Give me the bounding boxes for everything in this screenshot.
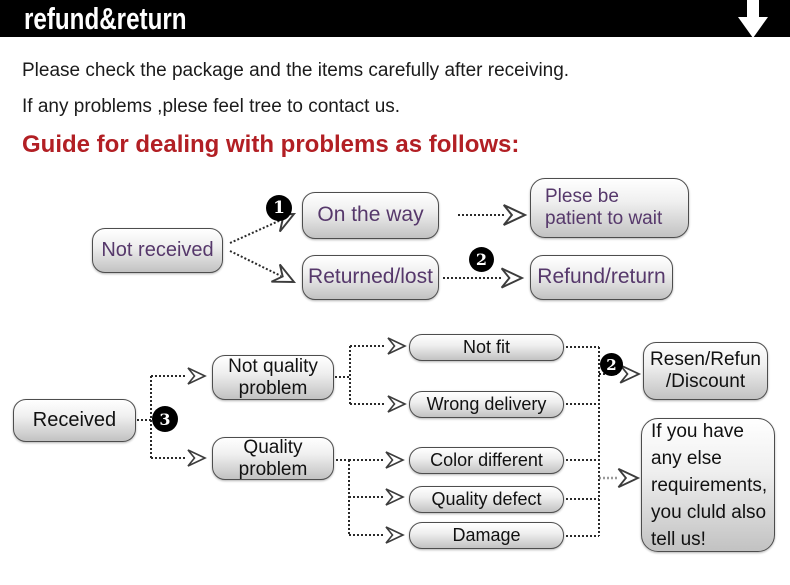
flow-box-color-different: Color different (409, 447, 564, 474)
flow-box-other-requirements-note: If you have any else requirements, you c… (641, 418, 775, 552)
flow-box-label-line: /Discount (665, 371, 746, 392)
flow-box-label: On the way (317, 203, 424, 227)
flow-box-label-line: you cluld also (651, 501, 767, 523)
banner: refund&return (0, 0, 790, 38)
intro-line-2: If any problems ,plese feel tree to cont… (22, 96, 401, 117)
guide-heading: Guide for dealing with problems as follo… (22, 131, 520, 158)
down-arrow-icon (738, 0, 768, 38)
flow-box-label: Returned/lost (308, 265, 433, 289)
flow-box-label-line: If you have (651, 420, 744, 442)
flow-box-not-quality-problem: Not quality problem (212, 355, 334, 400)
flow-box-label-line: Resen/Refun (650, 349, 761, 371)
flow-box-not-received: Not received (92, 228, 223, 273)
flow-box-label-line: requirements, (651, 474, 768, 496)
flow-box-label: Wrong delivery (426, 394, 547, 415)
step-2-badge-second: 2 (600, 353, 623, 376)
flow-box-wrong-delivery: Wrong delivery (409, 391, 564, 418)
flow-box-label-line: Plese be (545, 186, 619, 208)
step-3-badge: 3 (152, 406, 178, 432)
flow-box-label: Not received (101, 239, 214, 261)
flow-box-quality-problem: Quality problem (212, 437, 334, 480)
flow-box-label-line: patient to wait (545, 208, 663, 229)
flow-box-quality-defect: Quality defect (409, 486, 564, 513)
flow-box-received: Received (13, 399, 136, 442)
banner-title: refund&return (24, 1, 187, 36)
flow-box-label: Damage (452, 525, 521, 546)
flow-box-on-the-way: On the way (302, 192, 439, 239)
flow-box-label-line: any else (651, 447, 722, 469)
step-1-badge: 1 (266, 195, 292, 221)
intro-line-1: Please check the package and the items c… (22, 60, 570, 81)
flow-box-label-line: Not quality (228, 355, 318, 377)
flow-box-label-line: problem (238, 377, 308, 399)
flow-box-label-line: tell us! (651, 528, 706, 550)
flow-box-resend-refund-discount: Resen/Refun /Discount (643, 342, 768, 400)
flow-box-label: Refund/return (537, 265, 666, 289)
flow-box-label: Received (32, 409, 117, 431)
flow-box-label-line: problem (238, 458, 308, 480)
flow-box-damage: Damage (409, 522, 564, 549)
flow-box-label: Quality defect (431, 489, 542, 510)
flow-box-returned-lost: Returned/lost (302, 255, 439, 300)
flow-box-patient-wait: Plese be patient to wait (530, 178, 689, 238)
flow-box-label-line: Quality (243, 436, 303, 458)
flow-box-not-fit: Not fit (409, 334, 564, 361)
flow-box-label: Not fit (462, 337, 510, 358)
flow-box-refund-return: Refund/return (530, 255, 673, 300)
flow-box-label: Color different (430, 450, 543, 471)
step-2-badge: 2 (469, 247, 494, 272)
